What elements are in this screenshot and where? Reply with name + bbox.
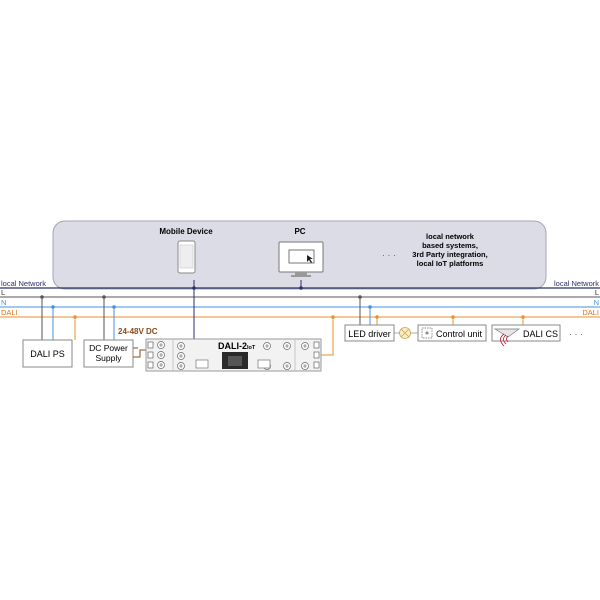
bus-lines <box>0 287 600 318</box>
control-unit-device: Control unit <box>417 324 487 342</box>
ethernet-port-icon <box>222 352 248 369</box>
dali-label-right: DALI <box>582 308 599 317</box>
systems-line-3: 3rd Party integration, <box>412 250 487 259</box>
dali-label-left: DALI <box>1 308 18 317</box>
terminal-screws-left <box>147 341 185 370</box>
pc-label: PC <box>294 227 305 236</box>
local-network-label-left: local Network <box>1 279 46 288</box>
n-label-right: N <box>594 298 599 307</box>
pc-icon <box>278 241 324 277</box>
dc-power-supply-device: DC Power Supply <box>83 339 134 368</box>
led-driver-device: LED driver <box>344 324 395 342</box>
systems-line-4: local IoT platforms <box>417 259 484 268</box>
dali-cs-label: DALI CS <box>523 329 558 339</box>
dali2-iot-gateway: DALI-2 IoT <box>145 338 322 372</box>
led-driver-label: LED driver <box>348 329 391 339</box>
more-devices-ellipsis: · · · <box>569 329 583 339</box>
systems-line-1: local network <box>426 232 475 241</box>
dc-power-label-line1: DC Power <box>89 343 128 353</box>
dc-power-label-line2: Supply <box>96 353 123 363</box>
junction-dots <box>40 286 525 319</box>
control-unit-label: Control unit <box>436 329 483 339</box>
gateway-label-main: DALI-2 <box>218 341 247 351</box>
gateway-label-sub: IoT <box>247 345 256 351</box>
bus-labels: local Network local Network L L N N DALI… <box>1 279 599 317</box>
systems-line-2: based systems, <box>422 241 478 250</box>
dc-voltage-label: 24-48V DC <box>118 327 158 336</box>
lamp-icon <box>394 327 418 339</box>
dali-ps-label: DALI PS <box>30 349 65 359</box>
n-label-left: N <box>1 298 6 307</box>
mobile-device-icon <box>177 240 196 274</box>
control-unit-icon <box>421 327 433 339</box>
screw-crosses <box>159 343 307 368</box>
connection-wires <box>41 280 524 358</box>
side-port-left <box>195 359 209 369</box>
side-port-right <box>257 359 271 369</box>
l-label-right: L <box>595 288 599 297</box>
local-network-label-right: local Network <box>554 279 599 288</box>
cloud-ellipsis: · · · <box>382 250 396 260</box>
sensor-icon <box>493 328 521 347</box>
dali-cs-device: DALI CS <box>491 324 561 347</box>
network-panel: Mobile Device PC · · · local network bas… <box>52 220 547 290</box>
dali-ps-device: DALI PS <box>22 339 73 368</box>
l-label-left: L <box>1 288 5 297</box>
mobile-device-label: Mobile Device <box>159 227 213 236</box>
